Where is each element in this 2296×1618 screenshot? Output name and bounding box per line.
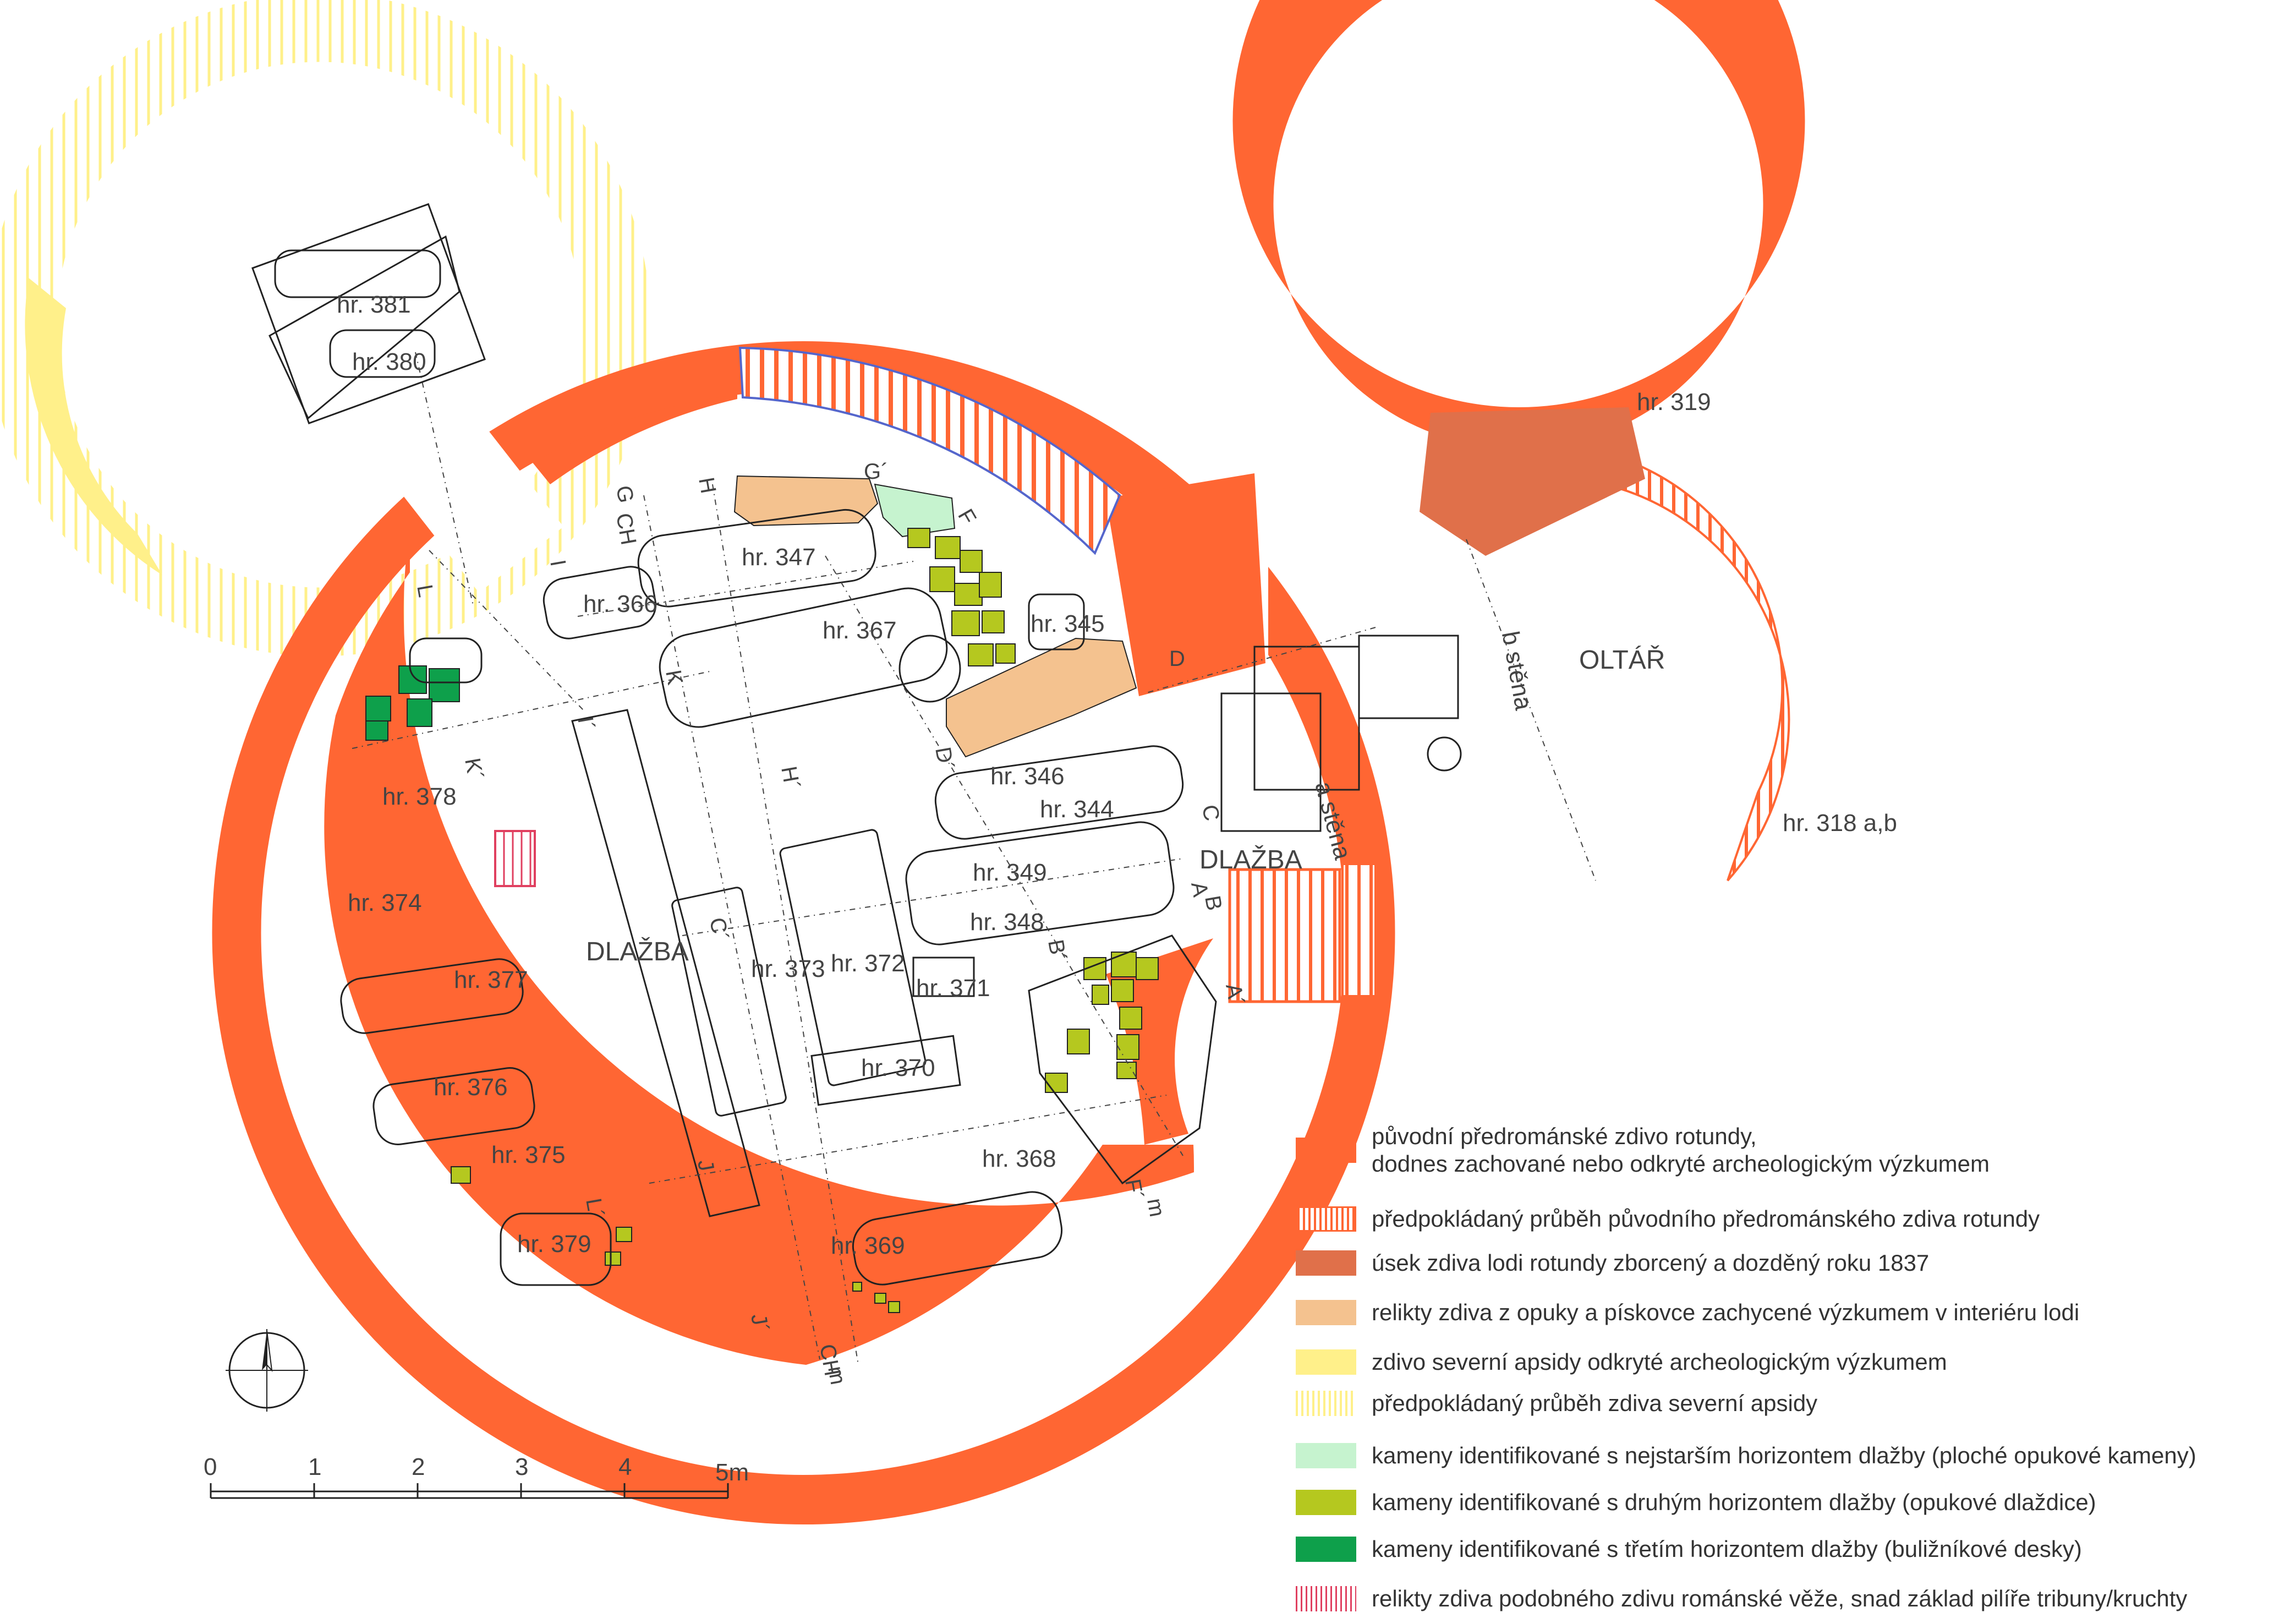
grave-373: hr. 373 — [751, 955, 825, 982]
grave-318ab: hr. 318 a,b — [1783, 810, 1897, 837]
east-apse — [1232, 0, 1805, 882]
svg-text:D´: D´ — [930, 745, 958, 772]
grave-347: hr. 347 — [742, 544, 816, 571]
grave-346: hr. 346 — [990, 763, 1065, 790]
svg-text:H´: H´ — [776, 764, 804, 791]
assumed-wall-top — [738, 346, 1121, 555]
legend-item-stones-oldest: kameny identifikované s nejstarším horiz… — [1296, 1436, 2196, 1475]
tower-pier-relic — [494, 830, 536, 887]
grave-366: hr. 366 — [583, 591, 657, 617]
legend-item-north-apse-assumed: předpokládaný průběh zdiva severní apsid… — [1296, 1384, 1817, 1423]
grave-319: hr. 319 — [1637, 389, 1711, 416]
legend-item-rebuilt-wall: úsek zdiva lodi rotundy zborcený a dozdě… — [1296, 1244, 1929, 1282]
legend-swatch — [1296, 1300, 1356, 1325]
svg-text:m: m — [823, 1364, 850, 1386]
grave-376: hr. 376 — [434, 1074, 508, 1101]
svg-text:J´: J´ — [746, 1312, 773, 1334]
altar-label: OLTÁŘ — [1579, 646, 1665, 675]
legend-swatch — [1296, 1586, 1356, 1611]
legend-swatch — [1296, 1349, 1356, 1375]
section-lines — [352, 352, 1596, 1365]
east-apse-assumed — [1573, 461, 1790, 882]
grave-374: hr. 374 — [348, 889, 422, 916]
legend-item-tower-relics: relikty zdiva podobného zdivu románské v… — [1296, 1579, 2187, 1618]
legend-swatch — [1296, 1391, 1356, 1416]
grave-344: hr. 344 — [1040, 796, 1114, 823]
svg-text:F: F — [953, 505, 980, 529]
legend-item-stones-third: kameny identifikované s třetím horizonte… — [1296, 1530, 2082, 1568]
grave-labels: hr. 381 hr. 380 hr. 347 hr. 366 hr. 367 … — [337, 291, 1897, 1259]
legend-swatch — [1296, 1250, 1356, 1276]
opuka-relics — [733, 475, 1137, 758]
svg-text:0: 0 — [204, 1453, 217, 1480]
grave-345: hr. 345 — [1031, 610, 1105, 637]
assumed-wall-dlazba — [1228, 868, 1341, 1003]
grave-349: hr. 349 — [973, 859, 1047, 886]
grave-372: hr. 372 — [831, 950, 905, 977]
paving-label-left: DLAŽBA — [586, 937, 689, 966]
stones-second-horizon — [451, 528, 1159, 1313]
legend-swatch — [1296, 1537, 1356, 1562]
svg-text:F´: F´ — [1120, 1177, 1148, 1202]
svg-text:C´: C´ — [705, 916, 733, 943]
grave-375: hr. 375 — [491, 1141, 566, 1168]
legend-item-north-apse: zdivo severní apsidy odkryté archeologic… — [1296, 1343, 1947, 1381]
svg-text:2: 2 — [412, 1453, 425, 1480]
svg-text:3: 3 — [515, 1453, 528, 1480]
grave-348: hr. 348 — [970, 909, 1044, 936]
legend-item-assumed-wall: předpokládaný průběh původního předromán… — [1296, 1200, 2040, 1238]
grave-371: hr. 371 — [916, 975, 990, 1002]
paving-label-right: DLAŽBA — [1199, 845, 1302, 874]
svg-text:K: K — [661, 668, 687, 687]
legend-item-original-wall: původní předrománské zdivo rotundy, dodn… — [1296, 1123, 1990, 1177]
grave-380: hr. 380 — [352, 348, 426, 375]
grave-369: hr. 369 — [831, 1232, 905, 1259]
svg-text:I´: I´ — [573, 715, 599, 733]
grave-377: hr. 377 — [454, 966, 528, 993]
north-arrow-icon — [226, 1329, 308, 1412]
north-apse-excavated — [25, 278, 162, 575]
grave-367: hr. 367 — [823, 617, 897, 644]
stones-third-horizon — [365, 665, 460, 741]
svg-text:G´: G´ — [864, 460, 888, 484]
svg-text:K´: K´ — [460, 756, 487, 782]
altar-rebuilt-stones — [1420, 407, 1645, 556]
svg-text:D: D — [1169, 647, 1185, 671]
legend-swatch — [1296, 1138, 1356, 1163]
svg-text:CH: CH — [611, 511, 640, 547]
grave-378: hr. 378 — [382, 783, 457, 810]
grave-368: hr. 368 — [982, 1145, 1056, 1172]
section-letters: G CH H G´ F I K I´ K´ H´ D´ D C A B A´ C… — [412, 460, 1248, 1386]
grave-379: hr. 379 — [517, 1231, 591, 1258]
svg-text:A´: A´ — [1221, 982, 1248, 1008]
svg-text:4: 4 — [618, 1453, 632, 1480]
nave-wall-main — [324, 526, 1216, 1365]
svg-text:H: H — [694, 475, 720, 495]
svg-text:G: G — [611, 484, 638, 505]
svg-text:5m: 5m — [715, 1459, 749, 1486]
legend-swatch — [1296, 1206, 1356, 1232]
svg-text:1: 1 — [308, 1453, 321, 1480]
svg-text:B´: B´ — [1043, 938, 1071, 964]
legend-swatch — [1296, 1490, 1356, 1515]
grave-381: hr. 381 — [337, 291, 411, 318]
assumed-wall-right — [1341, 863, 1377, 997]
svg-text:m: m — [1142, 1196, 1169, 1218]
legend-swatch — [1296, 1443, 1356, 1468]
legend-item-stones-second: kameny identifikované s druhým horizonte… — [1296, 1483, 2096, 1522]
scale-bar: 0 1 2 3 4 5m — [204, 1453, 749, 1499]
legend-item-opuka-relics: relikty zdiva z opuky a pískovce zachyce… — [1296, 1293, 2079, 1332]
grave-370: hr. 370 — [861, 1054, 935, 1081]
svg-text:L´: L´ — [581, 1196, 609, 1220]
wall-b-label: b stěna — [1497, 629, 1537, 712]
